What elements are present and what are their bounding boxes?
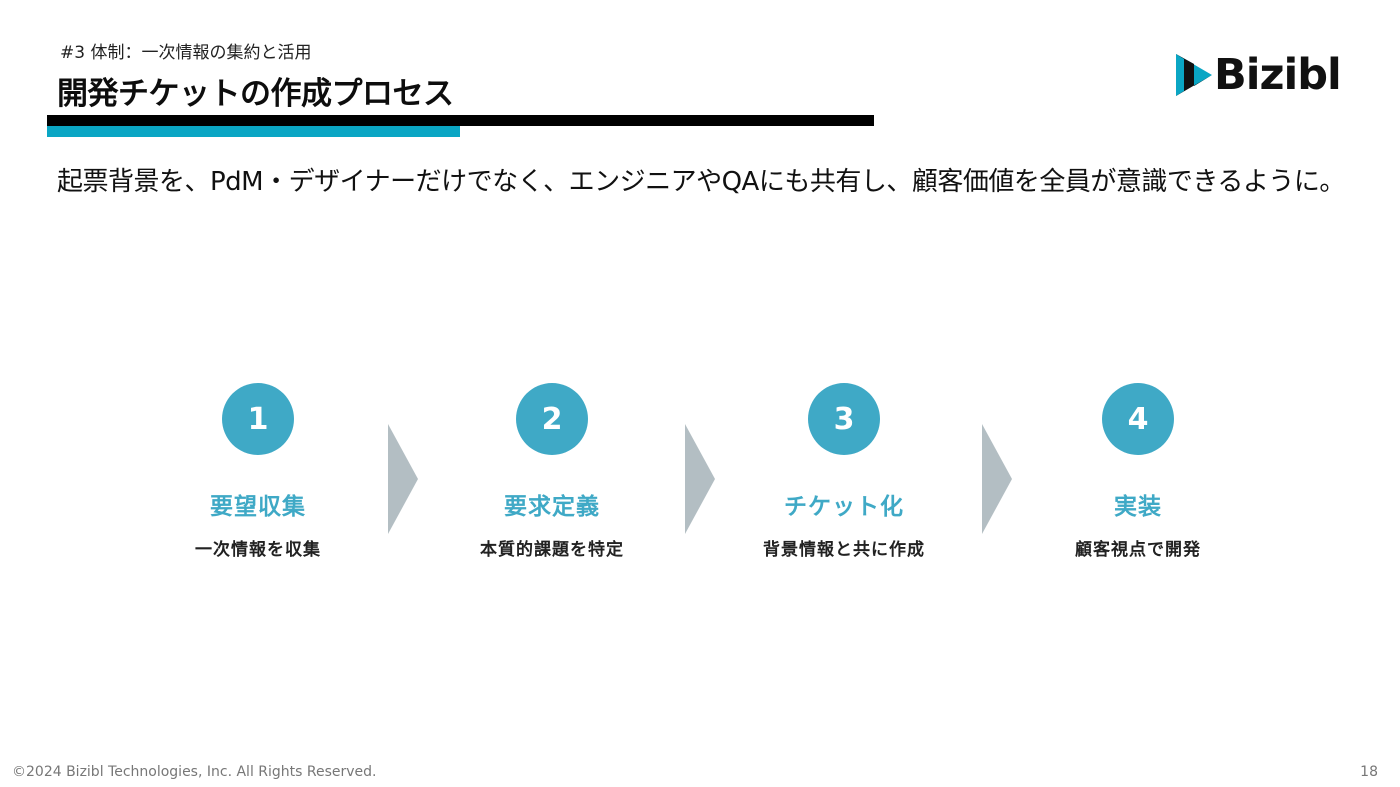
step-description: 一次情報を収集 <box>195 540 321 560</box>
step-number-badge: 2 <box>516 383 588 455</box>
step-title: 要望収集 <box>210 494 306 520</box>
page-title: 開発チケットの作成プロセス <box>57 76 454 112</box>
page-number: 18 <box>1360 764 1378 780</box>
chevron-right-icon <box>388 424 418 534</box>
step-number-badge: 1 <box>222 383 294 455</box>
section-label: #3 体制：一次情報の集約と活用 <box>60 43 312 63</box>
process-step-2: 2 要求定義 本質的課題を特定 <box>442 383 662 560</box>
step-title: 実装 <box>1114 494 1162 520</box>
chevron-right-icon <box>982 424 1012 534</box>
step-title: チケット化 <box>784 494 904 520</box>
step-number-badge: 3 <box>808 383 880 455</box>
chevron-right-icon <box>685 424 715 534</box>
step-number-badge: 4 <box>1102 383 1174 455</box>
lead-text: 起票背景を、PdM・デザイナーだけでなく、エンジニアやQAにも共有し、顧客価値を… <box>57 167 1345 197</box>
step-description: 顧客視点で開発 <box>1075 540 1201 560</box>
brand-logo: Bizibl <box>1172 48 1352 102</box>
title-underline-teal <box>47 126 460 137</box>
step-title: 要求定義 <box>504 494 600 520</box>
logo-text: Bizibl <box>1214 49 1342 100</box>
footer-copyright: ©2024 Bizibl Technologies, Inc. All Righ… <box>12 764 377 780</box>
process-step-3: 3 チケット化 背景情報と共に作成 <box>734 383 954 560</box>
process-step-1: 1 要望収集 一次情報を収集 <box>148 383 368 560</box>
step-description: 背景情報と共に作成 <box>763 540 925 560</box>
title-underline-black <box>47 115 874 126</box>
step-description: 本質的課題を特定 <box>480 540 624 560</box>
play-icon <box>1176 54 1212 96</box>
process-step-4: 4 実装 顧客視点で開発 <box>1028 383 1248 560</box>
